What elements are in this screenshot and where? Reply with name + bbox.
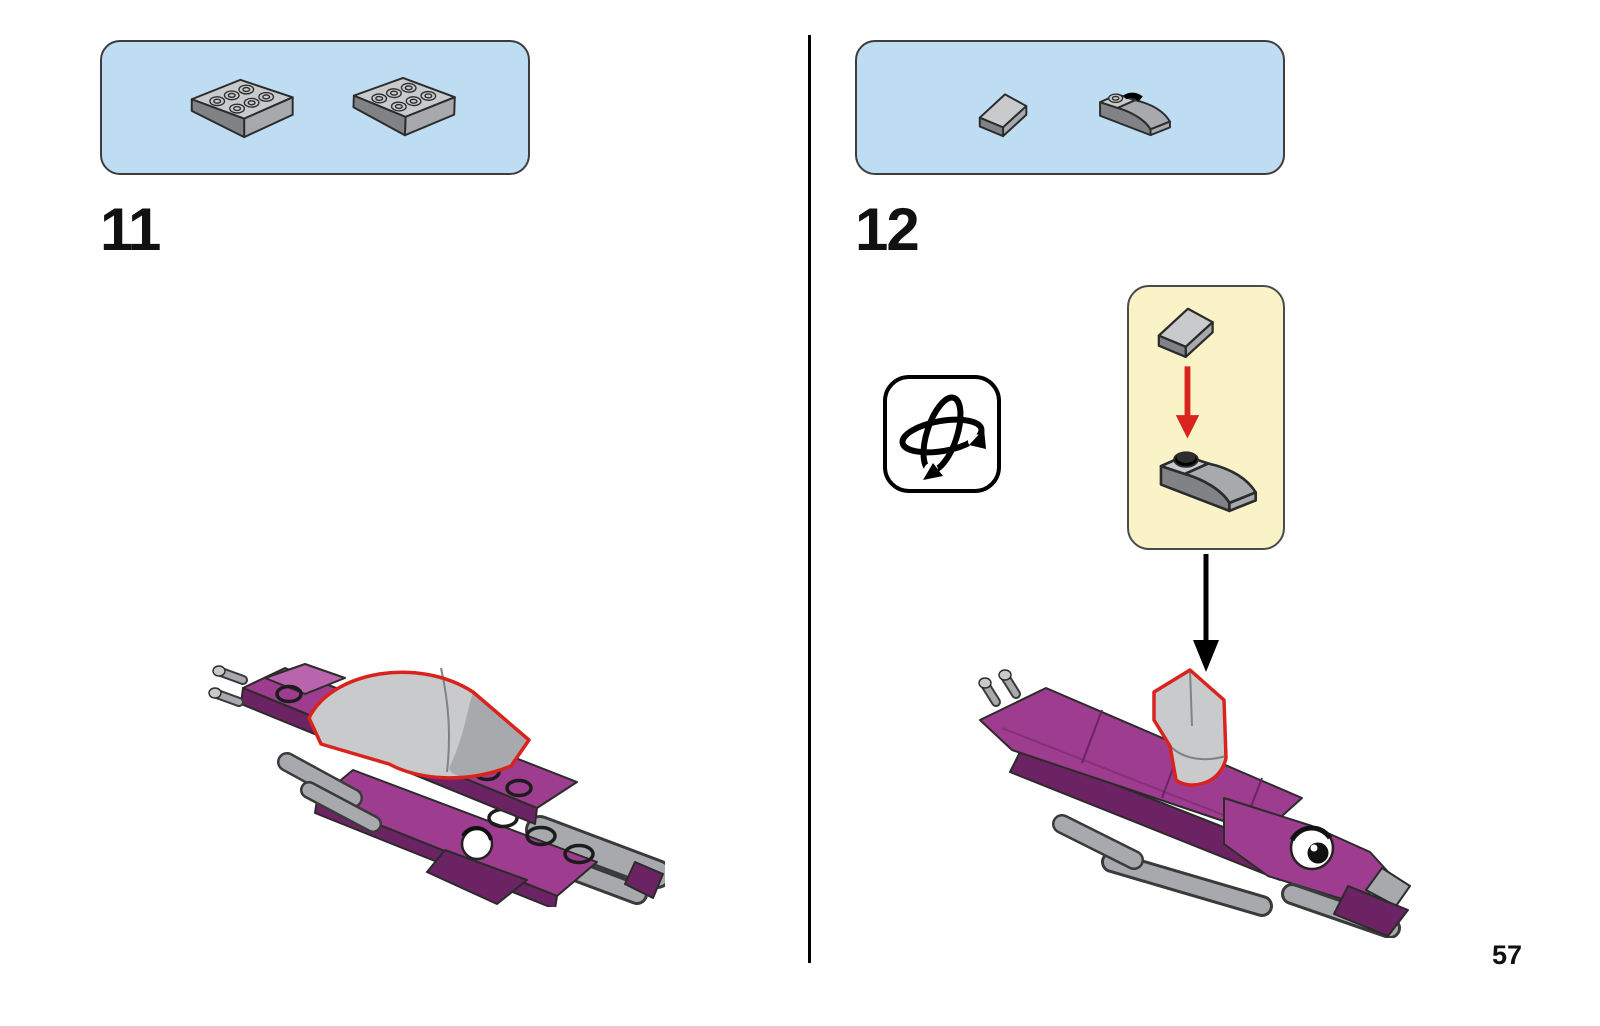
inverted-slope-plate-icon — [192, 80, 293, 137]
keel-and-flipper — [1052, 814, 1273, 917]
step-11-parts-illustration — [102, 42, 528, 173]
curved-slope-brick-icon — [1159, 451, 1258, 513]
small-slope-wedge-icon — [978, 93, 1028, 138]
rotate-orbits — [899, 394, 986, 480]
sub-assembly-illustration — [1157, 307, 1258, 513]
rotate-model-icon — [883, 375, 1001, 493]
curved-slope-brick-icon — [1099, 92, 1171, 137]
step-12-parts-box — [855, 40, 1285, 175]
step-number-12: 12 — [855, 196, 920, 263]
page-number: 57 — [1492, 940, 1523, 970]
red-down-arrow-icon — [1175, 366, 1200, 439]
step-12-model-illustration — [978, 668, 1411, 938]
eye-and-fin — [426, 825, 528, 905]
black-down-arrow-icon — [1193, 554, 1219, 672]
step-11-parts-box — [100, 40, 530, 175]
step-11-model-illustration — [208, 663, 665, 907]
tail-pieces — [1281, 883, 1409, 938]
step-number-11: 11 — [100, 196, 161, 263]
step-12-parts-illustration — [978, 92, 1171, 138]
sub-assembly-callout — [1127, 285, 1285, 550]
head-with-eye — [1223, 797, 1411, 907]
flipper-bars — [277, 752, 382, 833]
antenna-studs — [978, 669, 1021, 707]
inverted-slope-plate-icon — [353, 76, 456, 137]
column-divider — [808, 35, 811, 963]
canopy-piece-highlighted — [307, 667, 531, 780]
slope-piece-highlighted — [1152, 668, 1228, 787]
antenna-studs — [208, 665, 248, 707]
small-slope-wedge-icon — [1157, 307, 1214, 359]
